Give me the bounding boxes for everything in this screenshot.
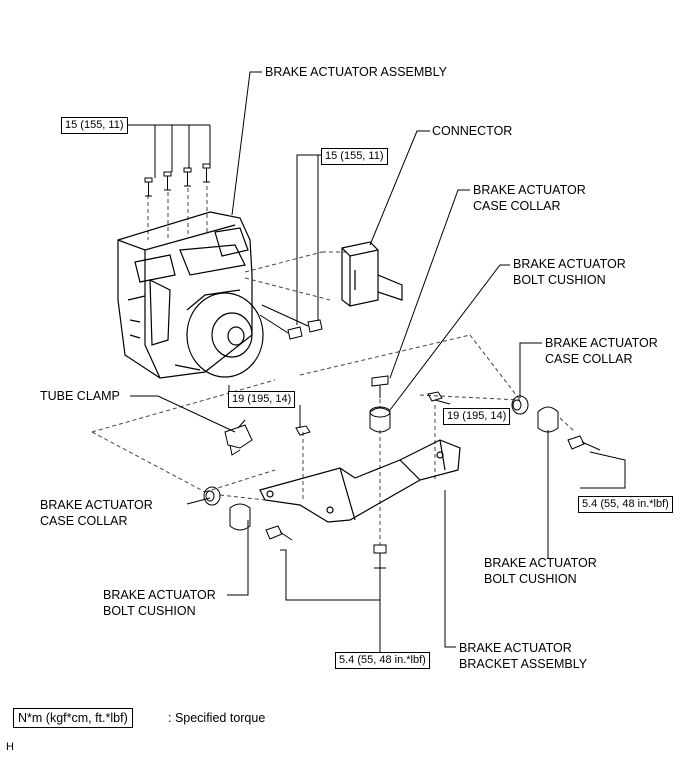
leader-lines xyxy=(62,71,626,653)
label-case-collar-left-line1: BRAKE ACTUATOR xyxy=(40,498,153,512)
label-bracket-line2: BRACKET ASSEMBLY xyxy=(459,657,588,671)
torque-box-right-bolt: 5.4 (55, 48 in.*lbf) xyxy=(578,496,673,513)
label-bolt-cushion-left-line1: BRAKE ACTUATOR xyxy=(103,588,216,602)
torque-box-nut-right: 19 (195, 14) xyxy=(443,408,511,425)
label-case-collar-right-line2: CASE COLLAR xyxy=(545,352,633,366)
label-bolt-cushion-right-line1: BRAKE ACTUATOR xyxy=(484,556,597,570)
torque-box-nut-left: 19 (195, 14) xyxy=(228,391,296,408)
bracket-part xyxy=(259,439,461,523)
tube-clamp-part xyxy=(224,419,253,456)
label-bolt-cushion-right-line2: BOLT CUSHION xyxy=(484,572,577,586)
brake-actuator-body xyxy=(117,211,264,379)
connector-part xyxy=(341,241,403,307)
legend-description: : Specified torque xyxy=(168,711,266,725)
label-brake-actuator-assembly: BRAKE ACTUATOR ASSEMBLY xyxy=(265,65,448,79)
torque-box-actuator-bolts: 15 (155, 11) xyxy=(61,117,128,134)
label-case-collar-top-line1: BRAKE ACTUATOR xyxy=(473,183,586,197)
label-case-collar-top-line2: CASE COLLAR xyxy=(473,199,561,213)
connector-pins xyxy=(259,304,323,340)
legend-unit-box: N*m (kgf*cm, ft.*lbf) xyxy=(13,708,133,728)
label-bolt-cushion-top-line1: BRAKE ACTUATOR xyxy=(513,257,626,271)
bottom-bolts xyxy=(265,525,387,575)
label-bolt-cushion-left-line2: BOLT CUSHION xyxy=(103,604,196,618)
center-collar-cushion xyxy=(369,375,391,433)
alignment-lines xyxy=(91,186,576,545)
torque-box-bottom-bolt: 5.4 (55, 48 in.*lbf) xyxy=(335,652,430,669)
left-collar-cushion xyxy=(203,486,251,531)
nuts xyxy=(295,391,443,436)
torque-box-connector-bolts: 15 (155, 11) xyxy=(321,148,388,165)
label-case-collar-right-line1: BRAKE ACTUATOR xyxy=(545,336,658,350)
label-bolt-cushion-top-line2: BOLT CUSHION xyxy=(513,273,606,287)
label-bracket-line1: BRAKE ACTUATOR xyxy=(459,641,572,655)
right-collar-cushion-bolt xyxy=(511,395,601,451)
actuator-bolts xyxy=(144,163,211,197)
label-tube-clamp: TUBE CLAMP xyxy=(40,389,120,403)
corner-mark: H xyxy=(6,741,14,753)
label-case-collar-left-line2: CASE COLLAR xyxy=(40,514,128,528)
label-connector: CONNECTOR xyxy=(432,124,513,138)
